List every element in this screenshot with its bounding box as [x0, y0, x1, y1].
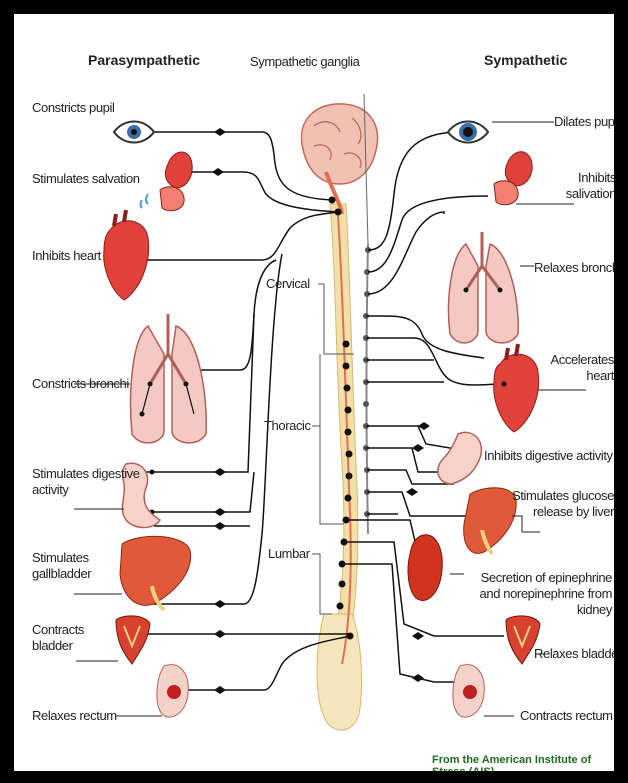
left-eye-icon: [114, 122, 154, 143]
epinephrine-secretion-label: Secretion of epinephrine and norepinephr…: [462, 570, 612, 618]
right-heart-icon: [494, 344, 539, 432]
accelerates-heart-label: Accelerates heart: [544, 352, 614, 384]
contracts-bladder-label: Contracts bladder: [32, 622, 92, 654]
right-liver-icon: [464, 488, 516, 554]
sympathetic-ganglia-heading: Sympathetic ganglia: [250, 54, 359, 70]
left-lungs-icon: [131, 314, 207, 443]
inhibits-heart-label: Inhibits heart: [32, 248, 101, 264]
right-kidney-icon: [408, 535, 442, 601]
dilates-pupil-label: Dilates pupil: [554, 114, 614, 130]
right-eye-icon: [448, 122, 488, 143]
inhibits-salivation-label: Inhibits salivation: [552, 170, 614, 202]
stimulates-gallbladder-label: Stimulates gallbladder: [32, 550, 102, 582]
inhibits-digestive-label: Inhibits digestive activity: [484, 448, 613, 464]
cervical-label: Cervical: [266, 276, 310, 292]
left-liver-icon: [120, 536, 191, 610]
right-lungs-icon: [449, 232, 519, 343]
constricts-pupil-label: Constricts pupil: [32, 100, 114, 116]
sympathetic-heading: Sympathetic: [484, 52, 567, 68]
glucose-release-label: Stimulates glucose release by liver: [512, 488, 614, 520]
left-salivary-gland-icon: [141, 152, 193, 211]
left-heart-icon: [104, 210, 149, 300]
spine: [317, 204, 362, 730]
stimulates-digestive-label: Stimulates digestive activity: [32, 466, 152, 498]
left-bladder-icon: [116, 616, 150, 664]
thoracic-label: Thoracic: [264, 418, 311, 434]
right-stomach-icon: [438, 432, 482, 484]
relaxes-rectum-label: Relaxes rectum: [32, 708, 117, 724]
lumbar-label: Lumbar: [268, 546, 310, 562]
constricts-bronchi-label: Constricts bronchi: [32, 376, 129, 392]
relaxes-bladder-label: Relaxes bladder: [534, 646, 614, 662]
nervous-system-diagram: [14, 14, 614, 771]
contracts-rectum-label: Contracts rectum: [520, 708, 613, 724]
relaxes-bronchi-label: Relaxes bronchi: [534, 260, 614, 276]
source-credit: From the American Institute of Stress (A…: [432, 754, 614, 771]
diagram-frame: Parasympathetic Sympathetic ganglia Symp…: [14, 14, 614, 771]
stimulates-salvation-label: Stimulates salvation: [32, 171, 140, 187]
right-rectum-icon: [453, 665, 484, 717]
right-salivary-gland-icon: [494, 152, 532, 205]
left-rectum-icon: [157, 665, 188, 717]
parasympathetic-heading: Parasympathetic: [88, 52, 200, 68]
